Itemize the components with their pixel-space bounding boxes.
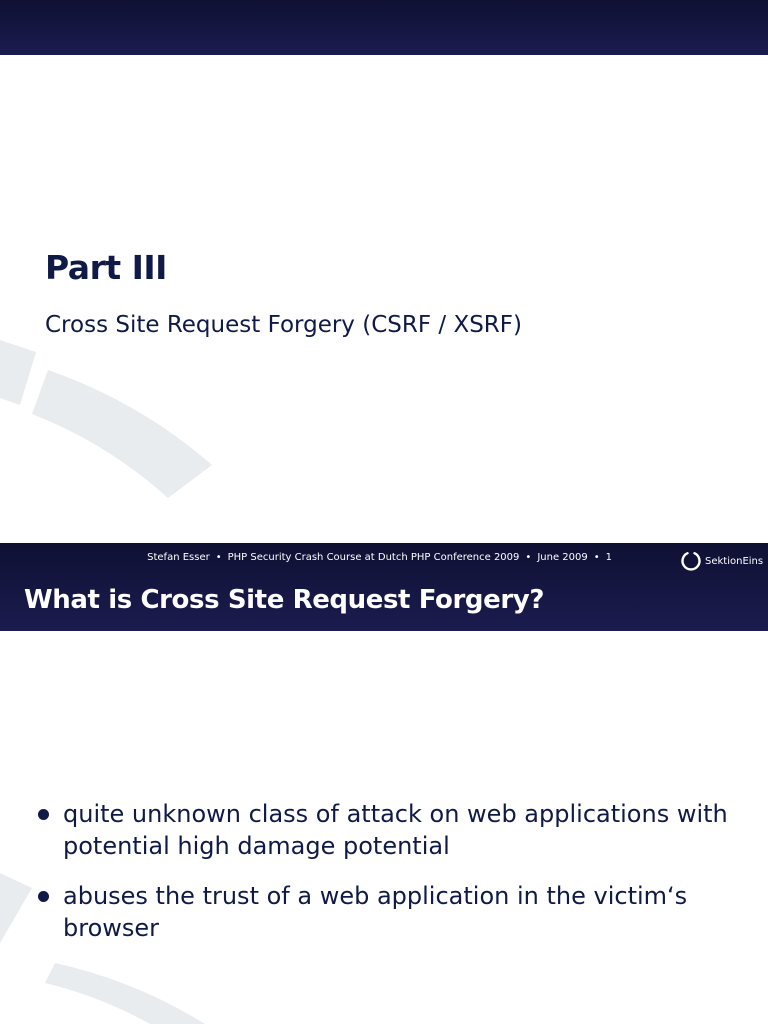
title-slide: Part III Cross Site Request Forgery (CSR…	[0, 0, 768, 498]
sektioneins-ring-icon	[681, 552, 701, 571]
part-title: Part III	[45, 248, 167, 287]
bullet-item: abuses the trust of a web application in…	[38, 880, 738, 944]
part-subtitle: Cross Site Request Forgery (CSRF / XSRF)	[45, 312, 522, 338]
slide-header-bar: Stefan Esser • PHP Security Crash Course a…	[0, 543, 768, 631]
date-text: June 2009	[537, 552, 588, 563]
separator-dot: •	[215, 552, 222, 563]
bullet-text: quite unknown class of attack on web app…	[63, 800, 728, 860]
sektioneins-logo: SektionEins	[680, 549, 763, 573]
bullet-item: quite unknown class of attack on web app…	[38, 798, 738, 862]
separator-dot: •	[593, 552, 600, 563]
bullet-list: quite unknown class of attack on web app…	[38, 798, 738, 962]
slide-footer-info: Stefan Esser • PHP Security Crash Course a…	[0, 552, 612, 563]
bullet-text: abuses the trust of a web application in…	[63, 882, 688, 942]
bullet-dot-icon	[38, 809, 49, 820]
bullet-dot-icon	[38, 891, 49, 902]
top-header-bar	[0, 0, 768, 55]
page-number: 1	[605, 552, 612, 563]
content-slide: Stefan Esser • PHP Security Crash Course a…	[0, 543, 768, 1024]
author-name: Stefan Esser	[147, 552, 210, 563]
course-title: PHP Security Crash Course at Dutch PHP C…	[227, 552, 520, 563]
separator-dot: •	[525, 552, 532, 563]
logo-text: SektionEins	[705, 555, 764, 567]
slide-heading: What is Cross Site Request Forgery?	[24, 585, 545, 615]
